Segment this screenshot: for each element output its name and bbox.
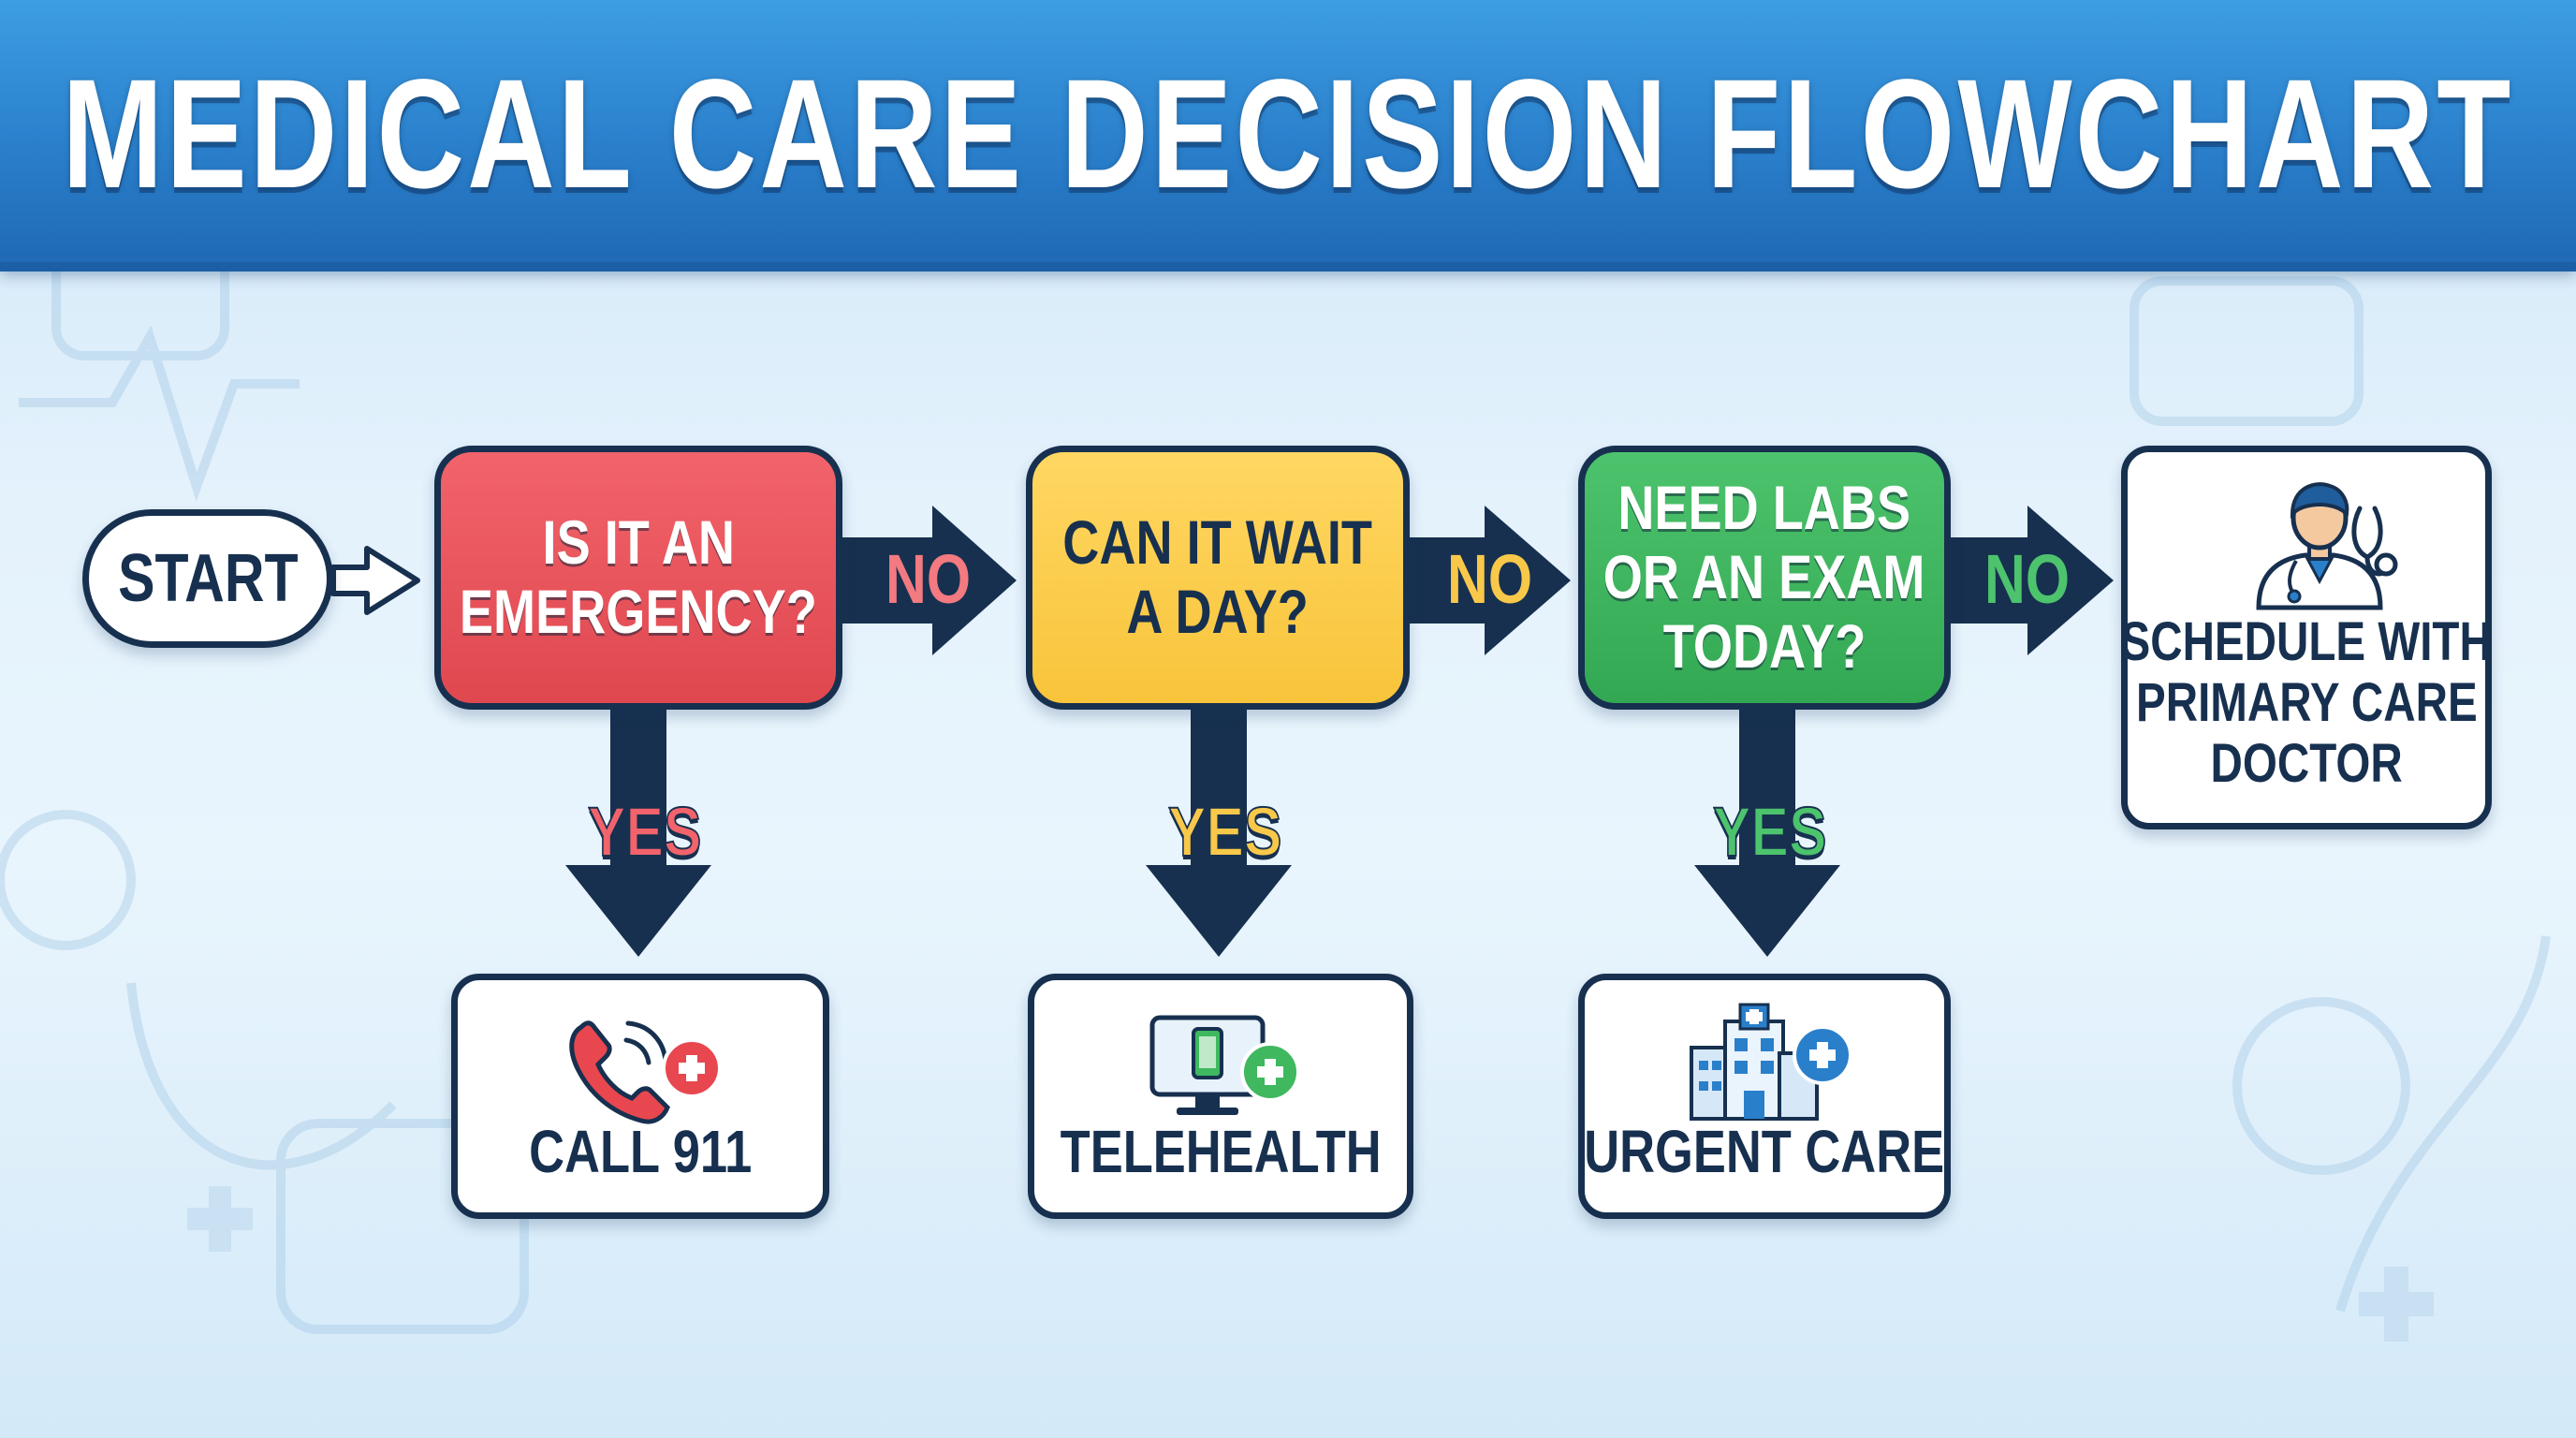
bg-circle xyxy=(0,810,136,950)
outcome-call-911: CALL 911 xyxy=(451,974,829,1219)
arrow-yes-2 xyxy=(1146,710,1292,957)
bg-cross-h xyxy=(187,1208,253,1230)
bg-stethoscope-tube xyxy=(2335,935,2551,1313)
outcome-urgent-care-label: URGENT CARE xyxy=(1584,1118,1945,1186)
bg-cross2-h xyxy=(2359,1292,2434,1316)
edge-label-no-1: NO xyxy=(886,540,972,618)
bg-first-aid-box xyxy=(2130,276,2364,426)
arrow-start-to-q1 xyxy=(330,546,420,615)
bg-stethoscope-head xyxy=(2232,997,2410,1175)
arrow-no-1 xyxy=(842,506,1017,655)
bg-cross2-v xyxy=(2384,1267,2408,1342)
outcome-urgent-care: URGENT CARE xyxy=(1578,974,1951,1219)
decision-labs-line-2: OR AN EXAM xyxy=(1603,542,1925,612)
arrow-yes-1 xyxy=(565,710,711,957)
arrow-no-3 xyxy=(1951,506,2114,655)
bg-tube xyxy=(126,982,397,1170)
outcome-primary-line-1: SCHEDULE WITH xyxy=(2120,611,2493,673)
bg-heartbeat-line xyxy=(19,325,300,502)
title-banner: MEDICAL CARE DECISION FLOWCHART xyxy=(0,0,2576,270)
decision-wait-line-2: A DAY? xyxy=(1126,577,1310,646)
title-banner-edge xyxy=(0,262,2576,271)
edge-label-yes-1: YES xyxy=(587,792,702,872)
arrow-no-2 xyxy=(1410,506,1571,655)
arrow-yes-3 xyxy=(1694,710,1840,957)
outcome-primary-line-3: DOCTOR xyxy=(2210,733,2403,795)
edge-label-no-3: NO xyxy=(1984,540,2071,618)
outcome-primary-line-2: PRIMARY CARE xyxy=(2135,672,2478,734)
edge-label-yes-2: YES xyxy=(1167,792,1282,872)
outcome-primary-care: SCHEDULE WITH PRIMARY CARE DOCTOR xyxy=(2121,446,2492,829)
outcome-call-911-label: CALL 911 xyxy=(528,1118,753,1186)
start-label: START xyxy=(117,540,299,616)
edge-label-yes-3: YES xyxy=(1712,792,1827,872)
page-title: MEDICAL CARE DECISION FLOWCHART xyxy=(62,48,2514,221)
outcome-telehealth: TELEHEALTH xyxy=(1028,974,1413,1219)
decision-labs-line-3: TODAY? xyxy=(1662,610,1866,681)
decision-labs-line-1: NEED LABS xyxy=(1617,473,1911,543)
decision-emergency: IS IT AN EMERGENCY? xyxy=(434,446,842,710)
bg-clipboard xyxy=(276,1119,529,1334)
phone-plus-icon xyxy=(569,1020,722,1124)
outcome-telehealth-label: TELEHEALTH xyxy=(1060,1118,1382,1186)
decision-labs-exam: NEED LABS OR AN EXAM TODAY? xyxy=(1578,446,1951,710)
hospital-plus-icon xyxy=(1690,1003,1852,1121)
decision-emergency-line-1: IS IT AN xyxy=(542,507,735,578)
decision-emergency-line-2: EMERGENCY? xyxy=(460,577,817,646)
decision-wait-line-1: CAN IT WAIT xyxy=(1062,507,1373,578)
decision-wait-a-day: CAN IT WAIT A DAY? xyxy=(1026,446,1410,710)
doctor-icon xyxy=(2256,482,2398,610)
start-node: START xyxy=(82,509,333,648)
bg-cross-v xyxy=(209,1186,231,1252)
edge-label-no-2: NO xyxy=(1447,540,1533,618)
computer-plus-icon xyxy=(1149,1015,1300,1115)
